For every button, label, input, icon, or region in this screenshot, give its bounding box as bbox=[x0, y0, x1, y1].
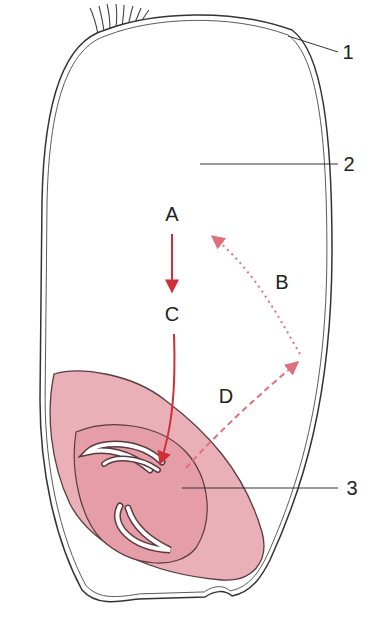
callout-number: 1 bbox=[342, 42, 353, 62]
arrow-letter: D bbox=[219, 386, 233, 406]
callout-number: 2 bbox=[343, 154, 354, 174]
seed-coat bbox=[40, 15, 332, 602]
inner-layer bbox=[45, 20, 327, 596]
coleoptile-lines bbox=[88, 444, 170, 550]
arrow-letter: C bbox=[165, 304, 179, 324]
embryo-axis bbox=[74, 425, 207, 563]
flow-arrows bbox=[160, 234, 300, 468]
callout-number: 3 bbox=[346, 478, 357, 498]
arrow-letter: B bbox=[275, 272, 288, 292]
scutellum bbox=[50, 371, 264, 580]
arrow-b bbox=[212, 236, 300, 354]
arrow-letter: A bbox=[165, 204, 178, 224]
arrow-d bbox=[186, 362, 298, 468]
arrow-c-embryo bbox=[160, 334, 174, 464]
embryo bbox=[50, 371, 264, 580]
leader-lines bbox=[182, 36, 338, 488]
arrow-a-c bbox=[171, 234, 173, 292]
